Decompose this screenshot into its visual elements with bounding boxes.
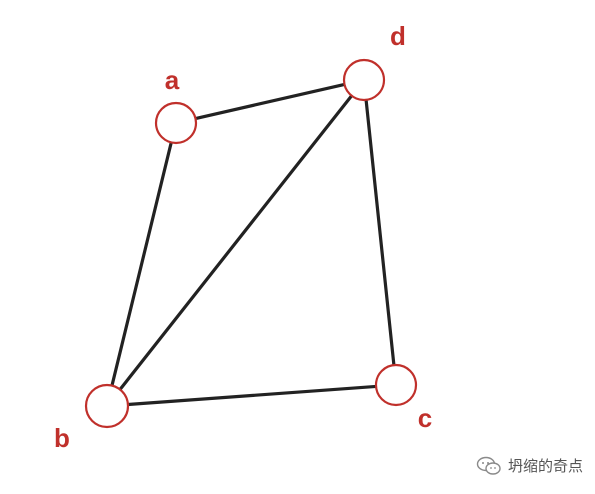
node-label-a: a [165,65,180,95]
node-a [154,101,198,145]
edge-a-b [110,140,173,388]
edge-c-d [364,98,396,367]
edge-b-c [126,384,378,407]
nodes-layer [84,58,418,429]
edges-layer [110,82,396,407]
labels-layer: a b c d [54,21,432,453]
node-c [374,363,418,407]
node-label-d: d [390,21,406,51]
edge-b-d [118,94,354,392]
watermark-text: 坍缩的奇点 [507,457,583,475]
node-label-b: b [54,423,70,453]
watermark: 坍缩的奇点 [476,455,583,476]
node-label-c: c [418,403,432,433]
node-b [84,383,130,429]
edge-a-d [193,82,347,121]
node-d [342,58,386,102]
wechat-icon [476,456,501,475]
